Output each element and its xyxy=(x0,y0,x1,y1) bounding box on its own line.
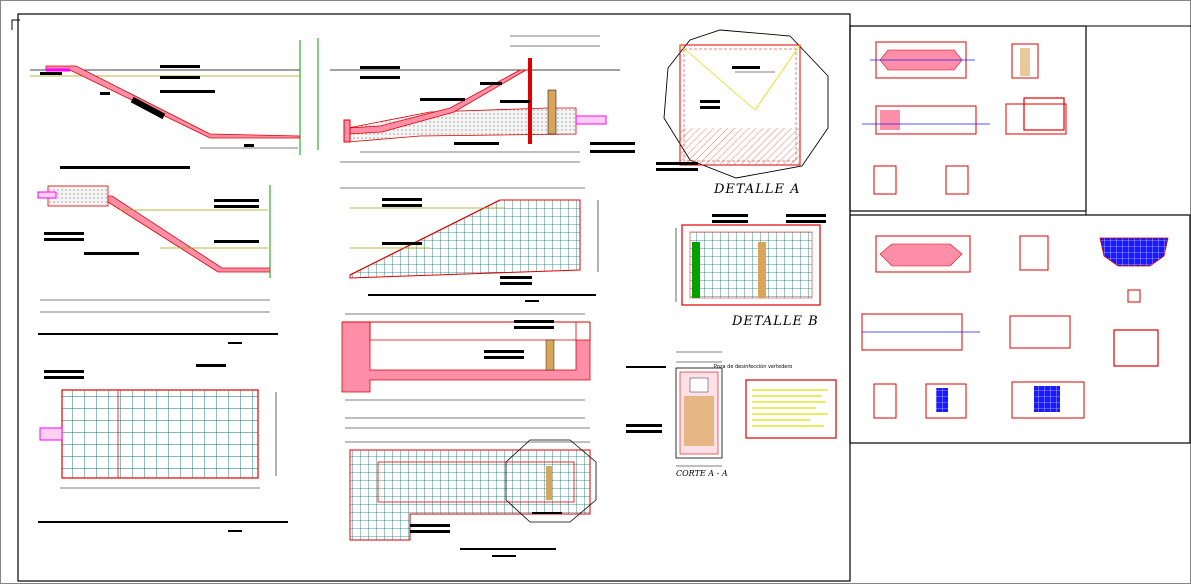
corte-a-a-title: CORTE A - A xyxy=(676,469,728,478)
corte-a-a-section: Poza de desinfección vertedero CORTE A -… xyxy=(626,351,792,478)
slope-detail-mid-left xyxy=(37,166,278,344)
outlet-reinforcement-grid-section xyxy=(340,187,599,302)
plan-grid-bottom-left xyxy=(38,364,288,532)
right-panel-top-thumbnails xyxy=(862,41,1067,195)
outlet-structure-section-top xyxy=(317,35,635,163)
outlet-plan-grid-bottom xyxy=(345,427,597,557)
notes-box xyxy=(745,379,837,439)
pozo-note: Poza de desinfección vertedero xyxy=(714,363,792,370)
detail-b-title: DETALLE B xyxy=(731,314,819,329)
longitudinal-section-top-left xyxy=(30,40,301,155)
detail-a-drawing: DETALLE A xyxy=(656,29,829,197)
detail-a-title: DETALLE A xyxy=(713,182,801,197)
detail-b-drawing: DETALLE B xyxy=(675,214,826,329)
right-panel-bottom-thumbnails xyxy=(861,235,1169,419)
outlet-plan-l-shape xyxy=(341,313,591,419)
